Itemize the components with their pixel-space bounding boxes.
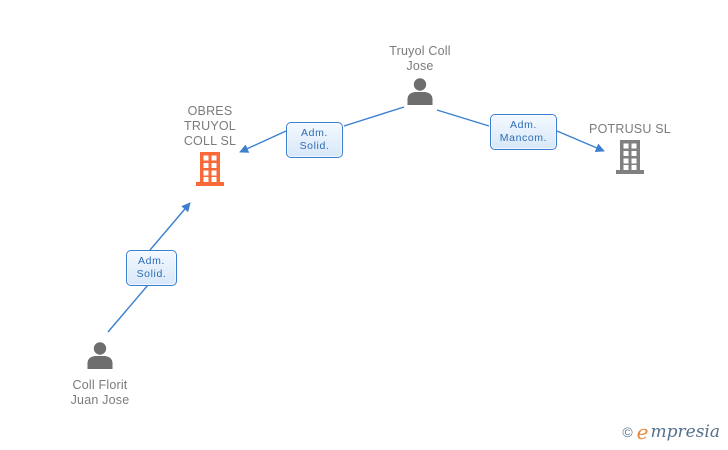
watermark-brand-initial: e xyxy=(636,420,649,444)
node-coll-florit-juan-jose[interactable]: Coll Florit Juan Jose xyxy=(30,338,170,408)
watermark-brand-rest: mpresia xyxy=(650,421,721,442)
empresia-watermark: © e mpresia xyxy=(622,422,720,442)
connector-truyol-to-admmancom xyxy=(436,109,490,127)
node-label-obres-truyol-coll-sl: OBRES TRUYOL COLL SL xyxy=(183,104,237,148)
connector-collflorit-to-admsolid xyxy=(107,284,149,333)
node-potrusu-sl[interactable]: POTRUSU SL xyxy=(560,122,700,180)
building-icon xyxy=(615,139,645,180)
relation-label-adm-solid-truyol[interactable]: Adm. Solid. xyxy=(286,122,343,158)
person-icon xyxy=(405,76,435,111)
building-icon xyxy=(195,151,225,192)
node-obres-truyol-coll-sl[interactable]: OBRES TRUYOL COLL SL xyxy=(140,104,280,192)
node-label-truyol-coll-jose: Truyol Coll Jose xyxy=(389,44,451,73)
relation-label-adm-mancom[interactable]: Adm. Mancom. xyxy=(490,114,557,150)
relation-label-adm-solid-collflorit[interactable]: Adm. Solid. xyxy=(126,250,177,286)
connector-admsolid-lower-to-obres xyxy=(149,202,191,251)
node-truyol-coll-jose[interactable]: Truyol Coll Jose xyxy=(350,44,490,111)
person-icon xyxy=(85,340,115,375)
node-label-coll-florit-juan-jose: Coll Florit Juan Jose xyxy=(70,378,130,407)
node-label-potrusu-sl: POTRUSU SL xyxy=(589,122,671,136)
copyright-icon: © xyxy=(622,424,633,440)
